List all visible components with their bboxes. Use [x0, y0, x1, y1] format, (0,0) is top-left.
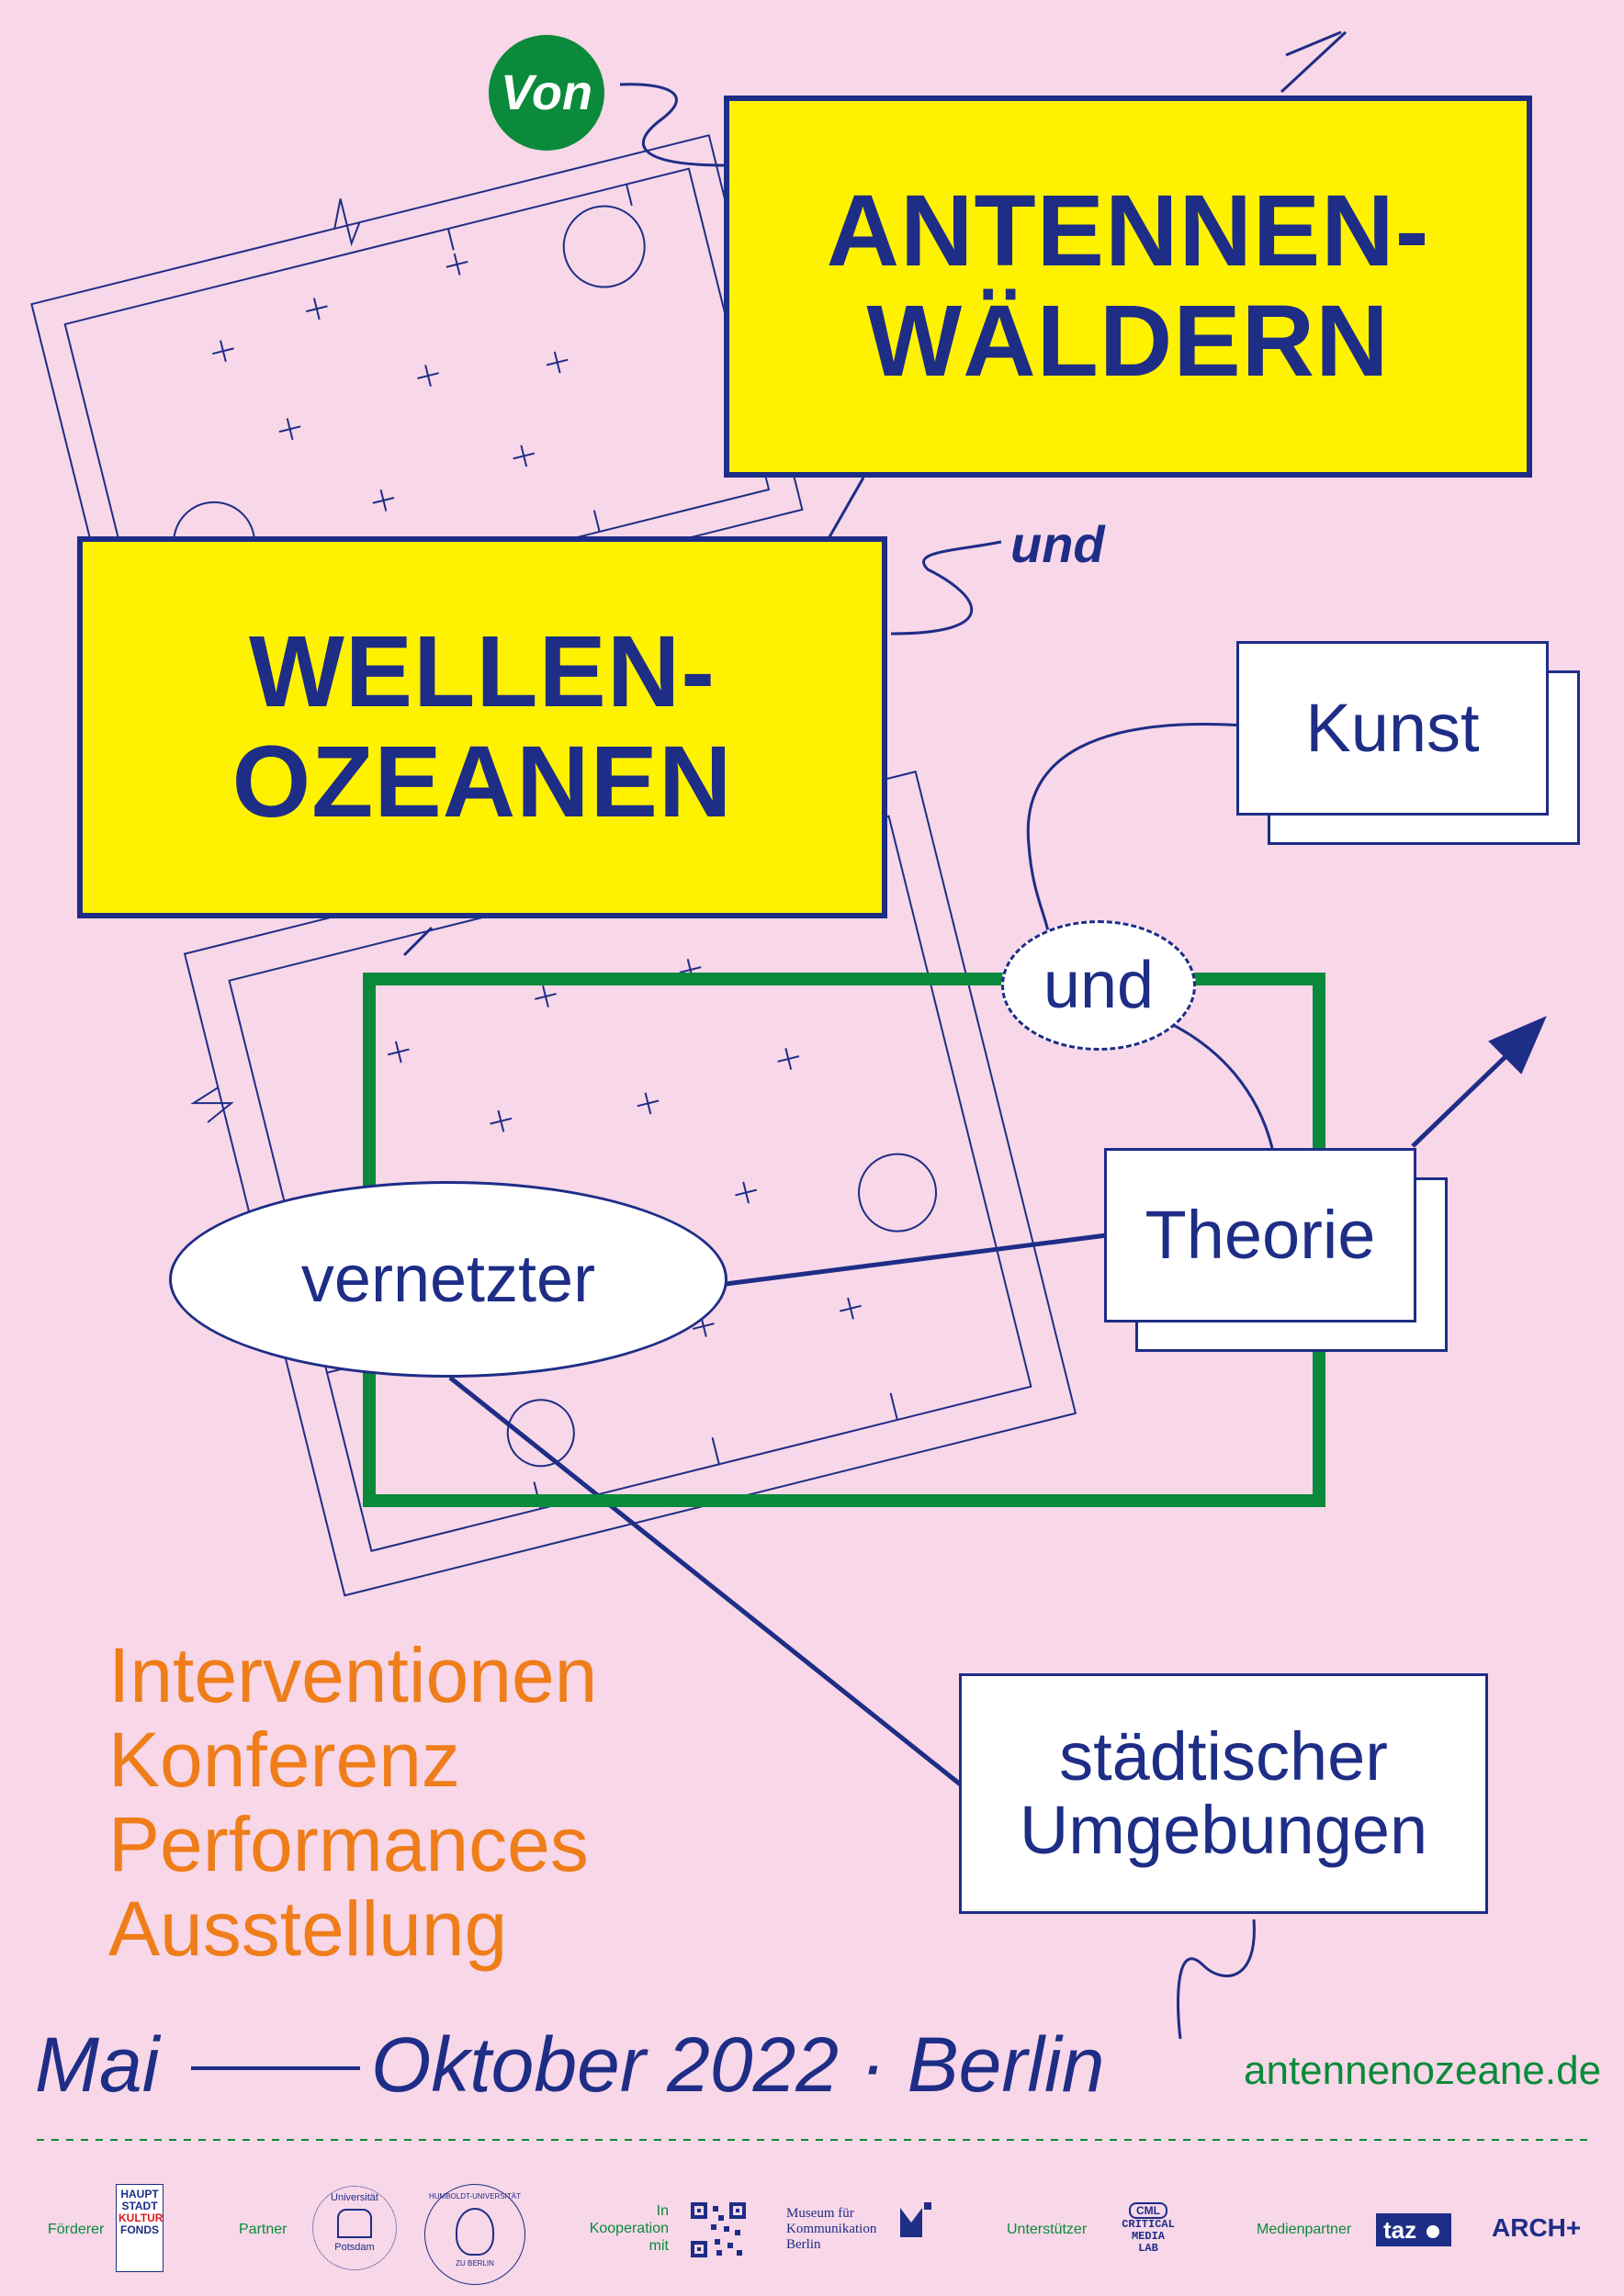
staedtischer-line-2: Umgebungen — [1019, 1792, 1428, 1868]
staedtischer-box: städtischer Umgebungen — [959, 1673, 1488, 1914]
uni-potsdam-logo: Universität Potsdam — [312, 2186, 397, 2270]
vernetzter-oval: vernetzter — [169, 1181, 727, 1378]
unterstuetzer-label: Unterstützer — [1007, 2222, 1088, 2237]
university-building-icon — [337, 2209, 372, 2238]
medienpartner-label: Medienpartner — [1257, 2222, 1352, 2237]
website-link[interactable]: antennenozeane.de — [1244, 2048, 1602, 2093]
date-end-city: Oktober 2022 · Berlin — [371, 2021, 1105, 2108]
title-line-4: OZEANEN — [231, 726, 733, 838]
vernetzter-staedtischer-connector — [448, 1376, 964, 1788]
und-oval: und — [1001, 920, 1196, 1051]
vernetzter-theorie-connector — [725, 1232, 1108, 1287]
von-label: Von — [501, 65, 592, 120]
format-item: Interventionen — [108, 1632, 598, 1718]
von-badge: Von — [489, 35, 604, 151]
title-box-bottom: WELLEN- OZEANEN — [77, 536, 887, 918]
title-line-1: ANTENNEN- — [826, 174, 1430, 287]
taz-logo: taz — [1376, 2213, 1451, 2246]
date-start: Mai — [35, 2021, 160, 2108]
arrow-head — [1488, 1016, 1547, 1075]
kunst-box: Kunst — [1236, 641, 1549, 816]
plan-zigzag — [333, 198, 361, 247]
museum-mark-icon — [900, 2202, 931, 2237]
top-right-line — [1285, 30, 1342, 57]
von-swoosh — [619, 83, 727, 167]
und-theorie-connector — [1161, 1018, 1274, 1149]
format-item: Konferenz — [108, 1716, 460, 1803]
arch-plus-logo: ARCH+ — [1492, 2213, 1582, 2242]
critical-media-lab-logo: CML CRITICAL MEDIA LAB — [1122, 2202, 1175, 2255]
theorie-label: Theorie — [1145, 1197, 1376, 1273]
title-line-2: WÄLDERN — [866, 285, 1390, 398]
format-item: Performances — [108, 1801, 589, 1887]
kooperation-label: In Kooperation mit — [589, 2203, 669, 2254]
humboldt-logo: HUMBOLDT-UNIVERSITÄT ZU BERLIN — [424, 2184, 525, 2285]
und-label: und — [1043, 949, 1155, 1022]
staedtischer-tail — [1177, 1919, 1256, 2040]
title-line-3: WELLEN- — [248, 615, 716, 728]
hauptstadtkulturfonds-logo: HAUPT STADT KULTUR FONDS — [116, 2184, 164, 2272]
arrow-line — [1411, 1045, 1517, 1148]
format-item: Ausstellung — [108, 1885, 508, 1972]
partner-label: Partner — [239, 2222, 288, 2237]
qr-code-icon — [691, 2202, 746, 2257]
title-box-top: ANTENNEN- WÄLDERN — [724, 96, 1532, 478]
vernetzter-label: vernetzter — [300, 1243, 596, 1316]
paw-icon — [1427, 2225, 1440, 2238]
kunst-label: Kunst — [1305, 690, 1480, 766]
plan-zigzag — [190, 1086, 234, 1123]
theorie-box: Theorie — [1104, 1148, 1416, 1322]
plan-circle — [562, 205, 646, 288]
formats-list: Interventionen Konferenz Performances Au… — [108, 1633, 597, 1971]
plan-circle — [858, 1153, 938, 1232]
plan-circle — [506, 1399, 575, 1468]
foerderer-label: Förderer — [48, 2222, 105, 2237]
plan-inner — [228, 815, 1032, 1552]
portrait-icon — [456, 2208, 494, 2256]
staedtischer-line-1: städtischer — [1059, 1718, 1388, 1795]
und-swoosh — [890, 540, 1002, 636]
kunst-connector — [1026, 723, 1246, 956]
museum-kommunikation-logo: Museum für Kommunikation Berlin — [786, 2206, 877, 2252]
title-und: und — [1010, 515, 1105, 573]
